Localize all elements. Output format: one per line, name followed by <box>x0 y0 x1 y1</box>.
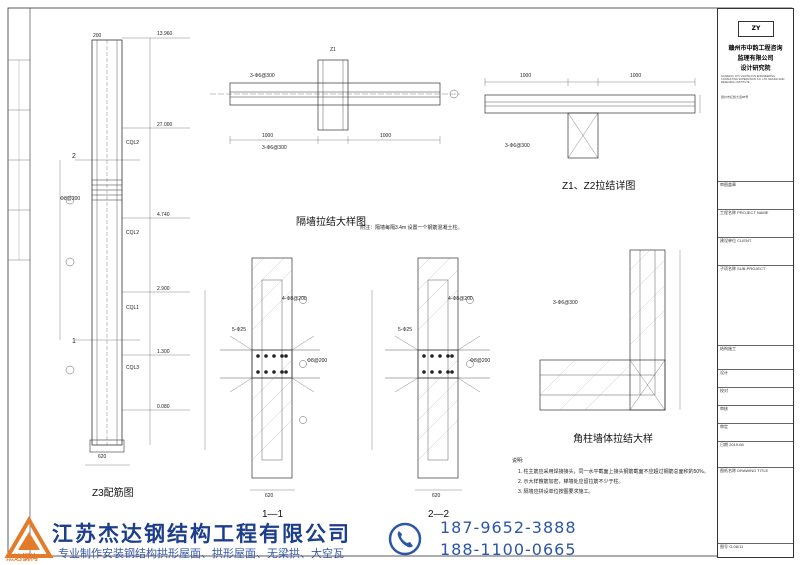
tb-row: 图纸名称 DRAWING TITLE <box>718 467 793 487</box>
logo-text: 杰达钢构 <box>6 553 38 562</box>
section-1-1 <box>204 257 320 491</box>
tb-row: 校对 <box>718 387 793 399</box>
dim-label: 1000 <box>520 73 532 79</box>
ring-beam-label: CQL2 <box>126 140 140 146</box>
corner-hatch <box>539 249 666 411</box>
section-1-title: 1—1 <box>262 509 284 520</box>
level-label: 2.900 <box>157 286 170 292</box>
dim-label: 1000 <box>630 73 642 79</box>
ring-beam-label: CQL2 <box>126 230 140 236</box>
note-line: 1. 柱主筋应采用焊接接头，同一水平截面上接头钢筋截面不应超过钢筋总面积的50%… <box>518 469 709 475</box>
z1z2-detail <box>484 78 701 159</box>
section-2-2-hatch <box>417 257 459 461</box>
ring-beam-label: CQL1 <box>126 305 140 311</box>
level-label: 13.960 <box>157 31 173 37</box>
phone-number-2: 188-1100-0665 <box>440 540 577 559</box>
bar-label: Φ8@200 <box>60 196 81 202</box>
note-line: 3. 隔墙应拼设单位按图要求施工。 <box>518 489 594 495</box>
partition-detail <box>210 59 460 144</box>
grid-label: 2 <box>72 153 76 160</box>
tb-row: 日期 2019.08 <box>718 441 793 453</box>
title-z3: Z3配筋图 <box>92 488 134 499</box>
grid-label: 1 <box>72 338 76 345</box>
firm-english: GANZHOU CITY ZHONGYUN ENGINEERING CONSUL… <box>721 75 785 85</box>
bar-label: 3-Φ6@300 <box>553 300 578 306</box>
level-label: 0.080 <box>157 404 170 410</box>
phone-icon <box>388 522 422 556</box>
title-z1z2: Z1、Z2拉结详图 <box>562 181 636 192</box>
tb-row: 设计 <box>718 369 793 381</box>
tb-row: 建设单位 CLIENT <box>718 237 793 255</box>
phone-number-1: 187-9652-3888 <box>440 518 577 537</box>
section-1-1-hatch <box>251 257 293 461</box>
company-logo-icon <box>4 516 54 558</box>
ring-beam-label: CQL3 <box>126 365 140 371</box>
bar-label: 3-Φ6@300 <box>250 73 275 79</box>
z3-elevation <box>59 37 190 466</box>
tb-row: 审定 <box>718 423 793 435</box>
title-block: ZY 赣州市中韵工程咨询 监理有限公司 设计研究院 GANZHOU CITY Z… <box>717 8 794 558</box>
bar-label: 4-Φ8@200 <box>448 296 473 302</box>
title-partition: 隔墙拉结大样图 <box>296 217 366 228</box>
level-label: 1.300 <box>157 349 170 355</box>
section-2-title: 2—2 <box>428 509 450 520</box>
brand-band: 杰达钢构 江苏杰达钢结构工程有限公司 专业制作安装钢结构拱形屋面、拱形屋面、无梁… <box>0 516 800 565</box>
bar-label: 5-Φ25 <box>232 327 246 333</box>
bar-label: 3-Φ6@300 <box>262 145 287 151</box>
firm-name-2: 监理有限公司 <box>737 56 774 62</box>
firm-address: 赣州市红旗大道88号 <box>721 95 749 99</box>
section-2-2 <box>371 257 490 491</box>
firm-name-1: 赣州市中韵工程咨询 <box>728 46 783 52</box>
note-line: 2. 示大样箍筋加密，梯墙处应留拉筋不少于柱。 <box>518 479 624 485</box>
dim-label: 620 <box>265 493 274 499</box>
bar-label: Φ8@200 <box>470 358 491 364</box>
dim-label: 1000 <box>262 133 274 139</box>
dim-label: 620 <box>432 493 441 499</box>
tb-row: 结构施工 <box>718 345 793 357</box>
grid-label: Z1 <box>330 47 336 53</box>
firm-name-3: 设计研究院 <box>740 66 771 72</box>
level-label: 27.000 <box>157 122 173 128</box>
bar-label: 3-Φ6@300 <box>505 143 530 149</box>
tb-row: 工程名称 PROJECT NAME <box>718 209 793 227</box>
bar-label: 5-Φ25 <box>398 327 412 333</box>
tb-row: 子项名称 SUB-PROJECT <box>718 265 793 283</box>
bar-label: Φ8@200 <box>307 358 328 364</box>
notes-header: 说明: <box>512 458 524 464</box>
drawing-number: 图号 G-06/11 <box>718 543 793 556</box>
level-label: 4.740 <box>157 212 170 218</box>
title-corner: 角柱墙体拉结大样 <box>573 434 653 445</box>
company-name: 江苏杰达钢结构工程有限公司 <box>52 521 351 546</box>
dim-label: 620 <box>98 454 107 460</box>
corner-detail <box>539 249 681 411</box>
dim-label: 1000 <box>380 133 392 139</box>
note-partition: 附注：隔墙每隔3.4m 设置一个钢筋混凝土柱。 <box>360 225 463 231</box>
firm-logo-icon: ZY <box>738 21 774 37</box>
section-2-2-bars <box>422 354 454 374</box>
bar-label: 4-Φ8@200 <box>282 296 307 302</box>
section-1-1-bars <box>256 354 288 374</box>
tb-row: 审核 <box>718 405 793 417</box>
company-slogan: 专业制作安装钢结构拱形屋面、拱形屋面、无梁拱、大空瓦 <box>58 547 344 560</box>
dim-label: 200 <box>93 33 102 39</box>
tb-row: 审图盖章 <box>718 181 793 201</box>
